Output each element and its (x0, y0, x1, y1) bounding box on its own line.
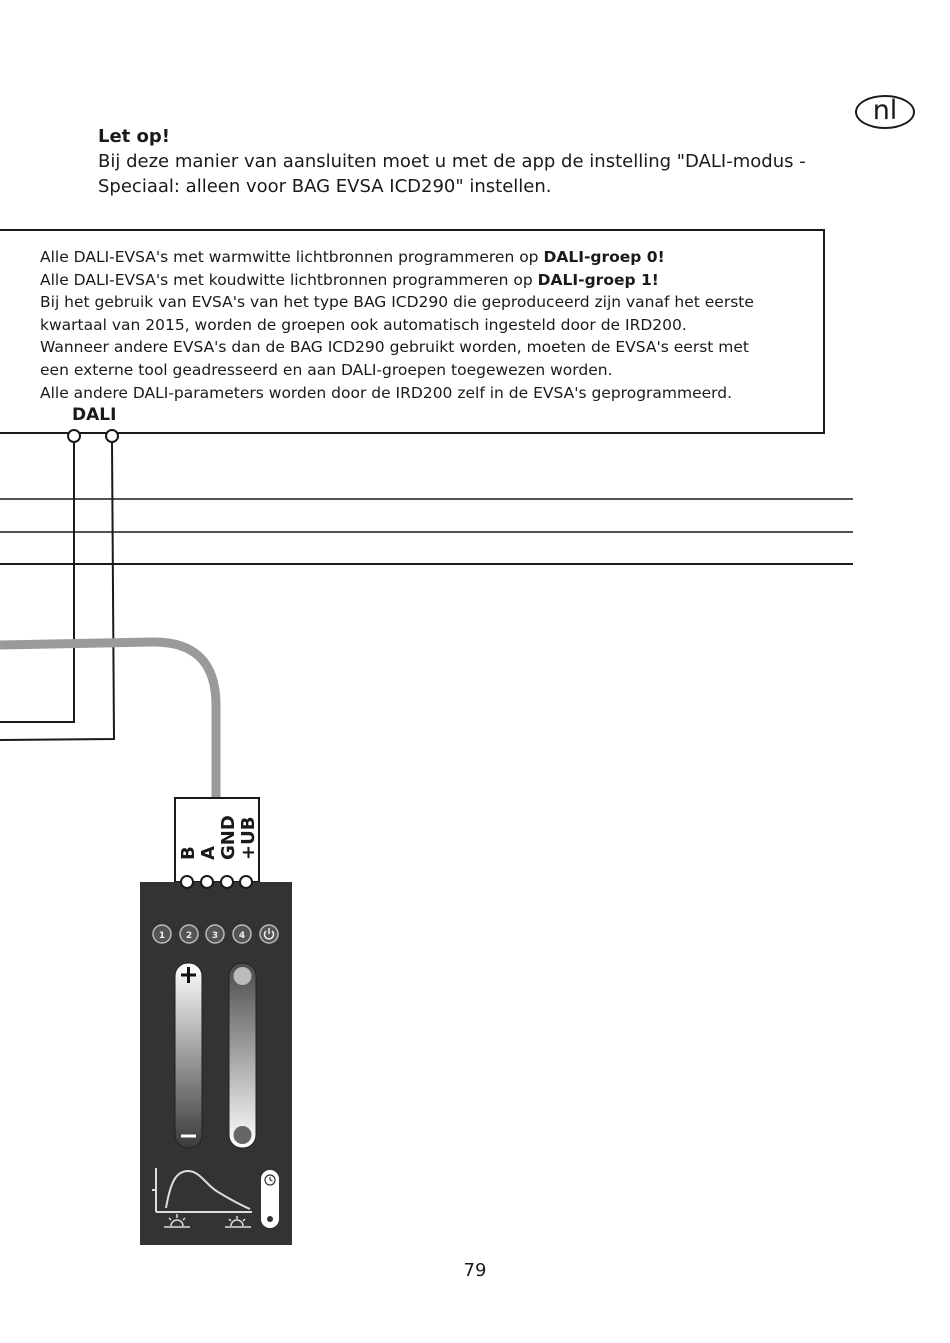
daylight-curve-icon (152, 1168, 252, 1213)
dali-label: DALI (72, 405, 117, 425)
device-button-1 (152, 924, 172, 944)
info-line: een externe tool geadresseerd en aan DAL… (40, 360, 613, 379)
connector-pin (239, 875, 253, 889)
language-badge: nl (855, 95, 915, 129)
note-line: Bij deze manier van aansluiten moet u me… (98, 151, 806, 172)
plus-icon (181, 967, 196, 983)
info-line: Alle andere DALI-parameters worden door … (40, 383, 733, 402)
connector-pin (200, 875, 214, 889)
info-box (0, 229, 825, 434)
dali-wire-right (0, 441, 116, 741)
dali-terminal-right (105, 429, 119, 443)
info-line: kwartaal van 2015, worden de groepen ook… (40, 315, 687, 334)
device-button-2 (179, 924, 199, 944)
power-icon (263, 928, 275, 940)
info-line: Alle DALI-EVSA's met warmwitte lichtbron… (40, 246, 820, 269)
connector-pin (220, 875, 234, 889)
timer-switch (261, 1170, 279, 1228)
info-line-text: Alle DALI-EVSA's met warmwitte lichtbron… (40, 248, 544, 266)
dimming-slider (174, 962, 203, 1149)
dali-wire-left (0, 442, 75, 723)
device-button-3-label: 3 (212, 931, 218, 941)
terminal-label-ub: +UB (238, 817, 259, 860)
dali-group-1-highlight: DALI-groep 1! (537, 270, 659, 289)
info-line: Wanneer andere EVSA's dan de BAG ICD290 … (40, 338, 749, 357)
slider-knob-bottom (233, 1126, 252, 1144)
page-number: 79 (463, 1260, 487, 1281)
terminal-label-b: B (178, 846, 199, 860)
dali-group-0-highlight: DALI-groep 0! (543, 248, 665, 266)
color-temperature-slider (228, 962, 257, 1149)
device-button-4 (232, 924, 252, 944)
slider-knob-top (233, 967, 252, 985)
device-button-4-label: 4 (239, 931, 245, 941)
connector-pin (180, 875, 194, 889)
connector-block (174, 797, 260, 883)
gray-cable (0, 637, 221, 800)
info-text: Alle DALI-EVSA's met warmwitte lichtbron… (40, 246, 820, 404)
clock-icon (264, 1174, 276, 1186)
dali-terminal-left (67, 429, 81, 443)
info-line: Alle DALI-EVSA's met koudwitte lichtbron… (40, 269, 820, 292)
note-line: Speciaal: alleen voor BAG EVSA ICD290" i… (98, 176, 552, 197)
device-button-2-label: 2 (186, 931, 192, 941)
sunrise-icon (164, 1214, 190, 1228)
info-line-text: Alle DALI-EVSA's met koudwitte lichtbron… (40, 270, 538, 289)
note-block: Let op! Bij deze manier van aansluiten m… (98, 124, 858, 199)
timer-switch-dot (267, 1216, 273, 1222)
device-button-1-label: 1 (159, 931, 165, 941)
note-title: Let op! (98, 126, 171, 147)
device-button-3 (205, 924, 225, 944)
info-line: Bij het gebruik van EVSA's van het type … (40, 293, 754, 312)
sunset-icon (225, 1216, 251, 1228)
terminal-label-gnd: GND (218, 815, 239, 860)
terminal-label-a: A (198, 846, 219, 860)
